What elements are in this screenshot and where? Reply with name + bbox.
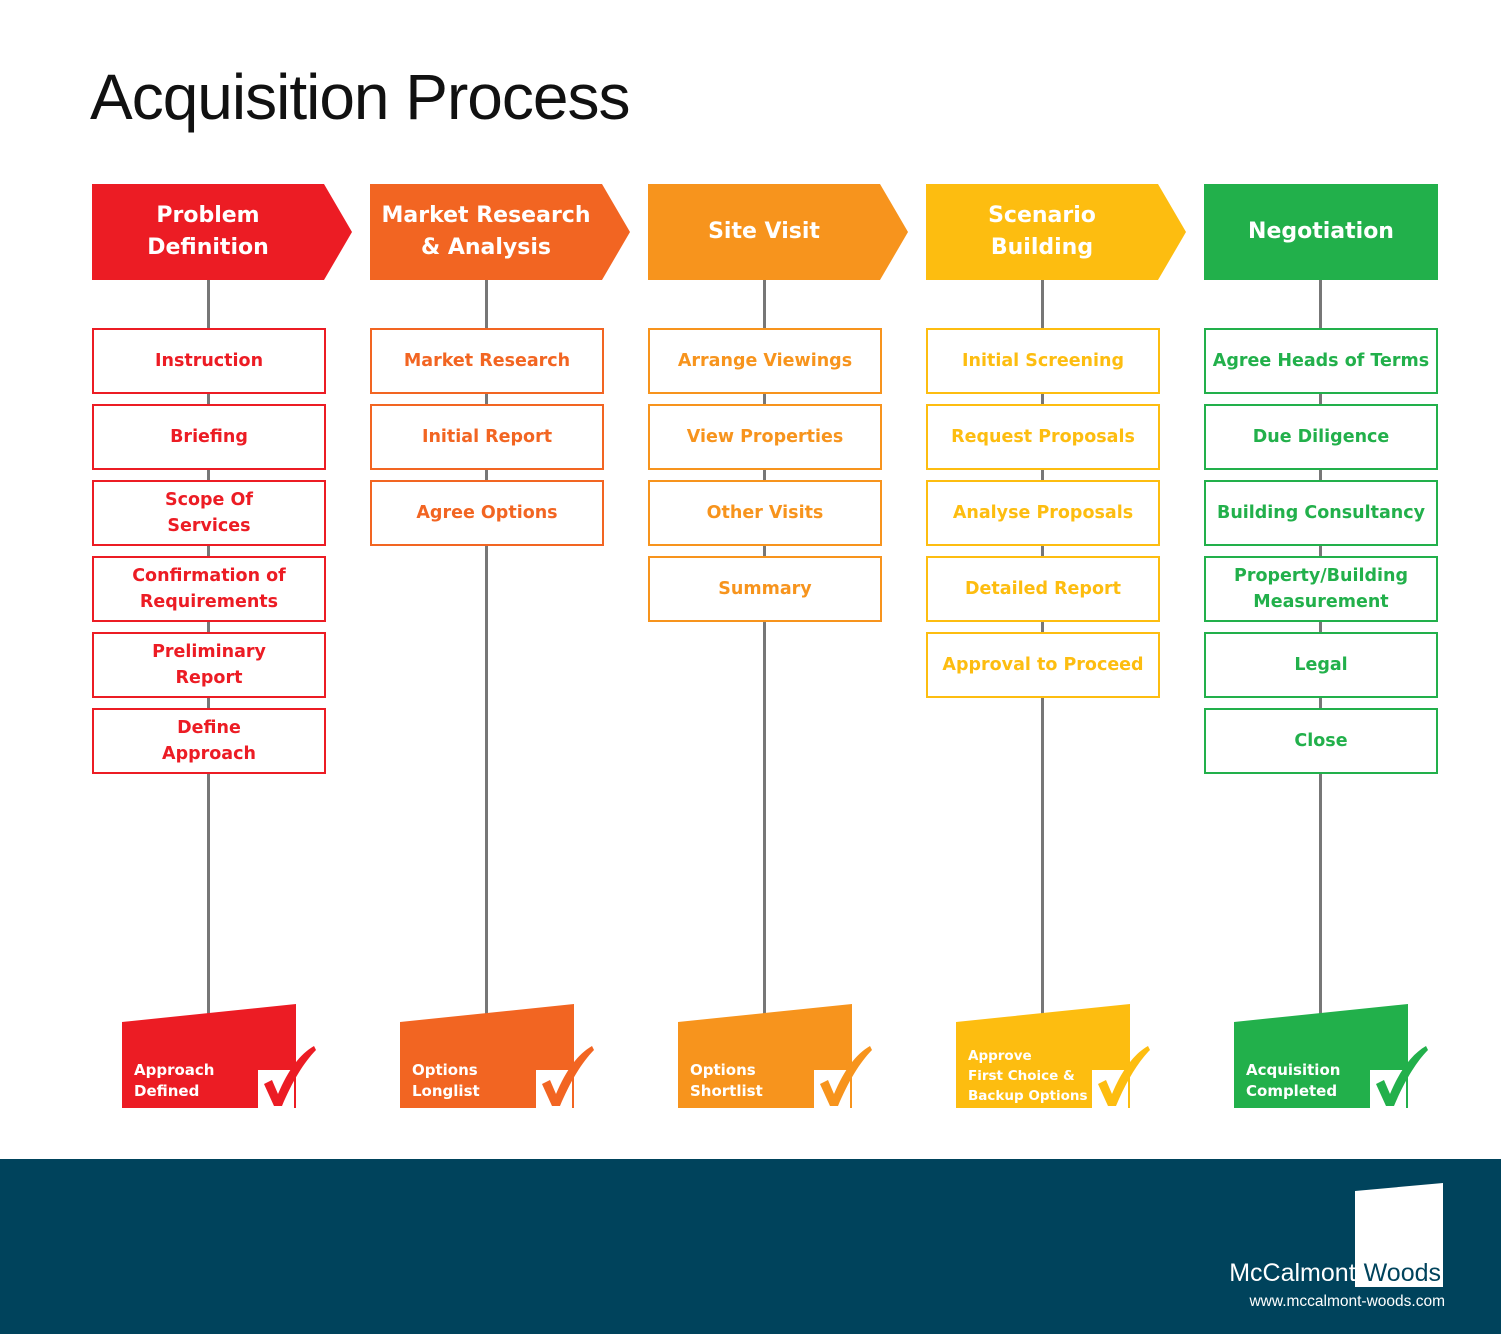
- process-step: Approval to Proceed: [926, 632, 1160, 698]
- stage-header: Market Research & Analysis: [370, 184, 630, 280]
- flag-shape-icon: [956, 1004, 1130, 1108]
- stage-header: Problem Definition: [92, 184, 352, 280]
- arrow-shape-icon: [370, 184, 630, 280]
- page-title: Acquisition Process: [90, 61, 630, 133]
- flag-shape-icon: [678, 1004, 852, 1108]
- process-step: Arrange Viewings: [648, 328, 882, 394]
- milestone-flag: Approve First Choice & Backup Options: [956, 1004, 1156, 1114]
- process-step: Agree Heads of Terms: [1204, 328, 1438, 394]
- stage-title: Market Research & Analysis: [381, 203, 591, 260]
- brand-name-left: McCalmont: [1229, 1259, 1356, 1287]
- process-step: Due Diligence: [1204, 404, 1438, 470]
- stage-title: Negotiation: [1248, 219, 1394, 244]
- milestone-label: Approve First Choice & Backup Options: [968, 1048, 1088, 1104]
- website-url[interactable]: www.mccalmont-woods.com: [1249, 1293, 1445, 1310]
- process-step: Initial Report: [370, 404, 604, 470]
- process-step: Property/Building Measurement: [1204, 556, 1438, 622]
- arrow-shape-icon: [926, 184, 1186, 280]
- checkmark-icon: [1092, 1046, 1150, 1108]
- checkmark-icon: [536, 1046, 594, 1108]
- process-step: Agree Options: [370, 480, 604, 546]
- process-step: Close: [1204, 708, 1438, 774]
- connector-line: [763, 274, 766, 1014]
- process-step: Market Research: [370, 328, 604, 394]
- process-step: Scope Of Services: [92, 480, 326, 546]
- process-step: Other Visits: [648, 480, 882, 546]
- process-step: Briefing: [92, 404, 326, 470]
- milestone-label: Options Longlist: [412, 1061, 480, 1100]
- process-step: Define Approach: [92, 708, 326, 774]
- stage-header: Negotiation: [1204, 184, 1464, 280]
- milestone-flag: Acquisition Completed: [1234, 1004, 1434, 1114]
- milestone-flag: Approach Defined: [122, 1004, 322, 1114]
- process-step: Preliminary Report: [92, 632, 326, 698]
- stage-title: Scenario Building: [988, 203, 1096, 260]
- milestone-flag: Options Shortlist: [678, 1004, 878, 1114]
- company-logo: McCalmont Woods www.mccalmont-woods.com: [1205, 1181, 1445, 1311]
- milestone-flag: Options Longlist: [400, 1004, 600, 1114]
- process-step: Analyse Proposals: [926, 480, 1160, 546]
- stage-header: Site Visit: [648, 184, 908, 280]
- milestone-label: Options Shortlist: [690, 1061, 763, 1100]
- checkmark-icon: [258, 1046, 316, 1108]
- stage-header: Scenario Building: [926, 184, 1186, 280]
- process-step: Legal: [1204, 632, 1438, 698]
- process-step: Confirmation of Requirements: [92, 556, 326, 622]
- flag-shape-icon: [1234, 1004, 1408, 1108]
- milestone-label: Acquisition Completed: [1246, 1061, 1341, 1100]
- checkmark-icon: [1370, 1046, 1428, 1108]
- process-step: Building Consultancy: [1204, 480, 1438, 546]
- process-step: Initial Screening: [926, 328, 1160, 394]
- stage-title: Problem Definition: [147, 203, 269, 260]
- arrow-shape-icon: [92, 184, 352, 280]
- process-step: Request Proposals: [926, 404, 1160, 470]
- footer: McCalmont Woods www.mccalmont-woods.com: [0, 1159, 1501, 1334]
- milestone-label: Approach Defined: [134, 1061, 215, 1100]
- process-step: View Properties: [648, 404, 882, 470]
- header-shape-icon: [1204, 184, 1438, 280]
- flag-shape-icon: [122, 1004, 296, 1108]
- process-step: Summary: [648, 556, 882, 622]
- checkmark-icon: [814, 1046, 872, 1108]
- logo-box-icon: [1355, 1183, 1443, 1287]
- brand-name: McCalmont Woods: [1229, 1259, 1445, 1288]
- flag-shape-icon: [400, 1004, 574, 1108]
- brand-name-right: Woods: [1363, 1259, 1441, 1287]
- process-step: Detailed Report: [926, 556, 1160, 622]
- connector-line: [485, 274, 488, 1014]
- stage-title: Site Visit: [708, 219, 820, 244]
- arrow-shape-icon: [648, 184, 908, 280]
- process-step: Instruction: [92, 328, 326, 394]
